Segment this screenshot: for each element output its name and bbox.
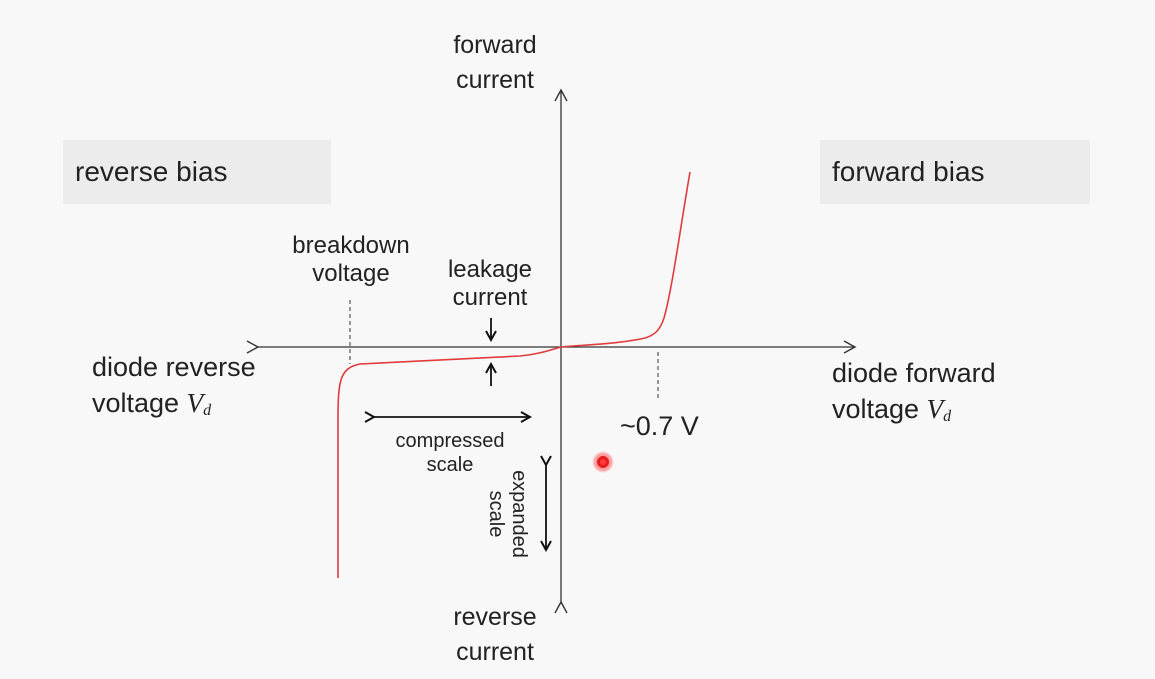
compressed-scale-label: compressed scale [395,430,505,476]
diode-reverse-voltage-label: diode reverse voltage Vd [92,352,256,419]
leakage-current-label: leakage current [447,256,533,311]
threshold-voltage-label: ~0.7 V [620,411,699,441]
forward-bias-box: forward bias [820,140,1090,204]
laser-pointer-dot [592,451,614,473]
expanded-scale-label: expanded scale [485,470,530,558]
forward-current-label: forward current [453,31,537,94]
reverse-bias-label: reverse bias [75,156,228,187]
reverse-bias-box: reverse bias [63,140,331,204]
reverse-current-label: reverse current [453,603,537,666]
breakdown-voltage-label: breakdown voltage [292,232,410,287]
vd-symbol: Vd [186,388,212,419]
vd-symbol: Vd [926,394,952,425]
diode-iv-curve [337,171,691,578]
forward-bias-label: forward bias [832,156,985,187]
diode-forward-voltage-label: diode forward voltage Vd [832,358,996,425]
